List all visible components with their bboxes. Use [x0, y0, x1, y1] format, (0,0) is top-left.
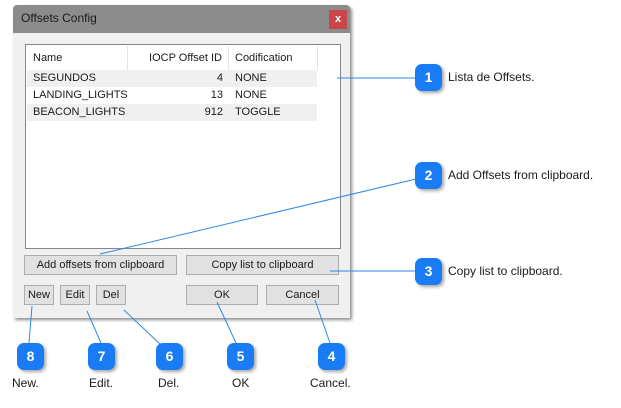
row-codification: NONE — [235, 72, 267, 84]
close-icon: x — [334, 13, 342, 25]
column-header-codification[interactable]: Codification — [229, 46, 318, 70]
leader-line-4 — [314, 299, 331, 344]
row-offset-id: 4 — [216, 72, 223, 84]
leader-line-5 — [216, 301, 237, 344]
callout-text-2: Add Offsets from clipboard. — [448, 168, 594, 182]
cancel-button[interactable]: Cancel — [266, 285, 339, 305]
close-button[interactable]: x — [329, 10, 347, 29]
callout-badge-5: 5 — [227, 343, 254, 370]
column-header-name[interactable]: Name — [27, 46, 128, 70]
callout-badge-3: 3 — [415, 258, 442, 285]
callout-badge-8: 8 — [17, 343, 44, 370]
row-name: BEACON_LIGHTS — [33, 106, 126, 118]
offsets-list[interactable]: Name IOCP Offset ID Codification SEGUNDO… — [25, 44, 341, 249]
new-button[interactable]: New — [24, 285, 54, 305]
dialog-title: Offsets Config — [21, 11, 97, 25]
callout-badge-2: 2 — [415, 162, 442, 189]
row-name: LANDING_LIGHTS — [33, 89, 128, 101]
row-name: SEGUNDOS — [33, 72, 96, 84]
ok-button[interactable]: OK — [186, 285, 258, 305]
callout-badge-6: 6 — [156, 343, 183, 370]
callout-badge-4: 4 — [318, 343, 345, 370]
callout-badge-7: 7 — [88, 343, 115, 370]
callout-text-1: Lista de Offsets. — [448, 70, 535, 84]
callout-text-8: New. — [12, 376, 39, 390]
callout-text-6: Del. — [158, 376, 180, 390]
list-row[interactable]: SEGUNDOS 4 NONE — [27, 70, 317, 87]
callout-text-7: Edit. — [89, 376, 114, 390]
callout-text-4: Cancel. — [310, 376, 351, 390]
copy-to-clipboard-button[interactable]: Copy list to clipboard — [186, 255, 339, 275]
callout-badge-1: 1 — [415, 64, 442, 91]
leader-line-8 — [28, 305, 33, 344]
row-offset-id: 912 — [204, 106, 223, 118]
title-bar[interactable]: Offsets Config x — [13, 5, 350, 33]
edit-button[interactable]: Edit — [60, 285, 90, 305]
row-offset-id: 13 — [210, 89, 223, 101]
leader-line-6 — [123, 309, 162, 346]
list-row[interactable]: BEACON_LIGHTS 912 TOGGLE — [27, 104, 317, 121]
callout-text-5: OK — [232, 376, 250, 390]
offsets-config-dialog: Offsets Config x Name IOCP Offset ID Cod… — [13, 5, 350, 318]
leader-line-2 — [99, 178, 417, 255]
del-button[interactable]: Del — [96, 285, 126, 305]
list-row[interactable]: LANDING_LIGHTS 13 NONE — [27, 87, 317, 104]
leader-line-7 — [86, 310, 102, 344]
callout-text-3: Copy list to clipboard. — [448, 264, 563, 278]
add-from-clipboard-button[interactable]: Add offsets from clipboard — [24, 255, 177, 275]
row-codification: TOGGLE — [235, 106, 281, 118]
list-header: Name IOCP Offset ID Codification — [27, 46, 318, 70]
row-codification: NONE — [235, 89, 267, 101]
column-header-offset-id[interactable]: IOCP Offset ID — [128, 46, 229, 70]
